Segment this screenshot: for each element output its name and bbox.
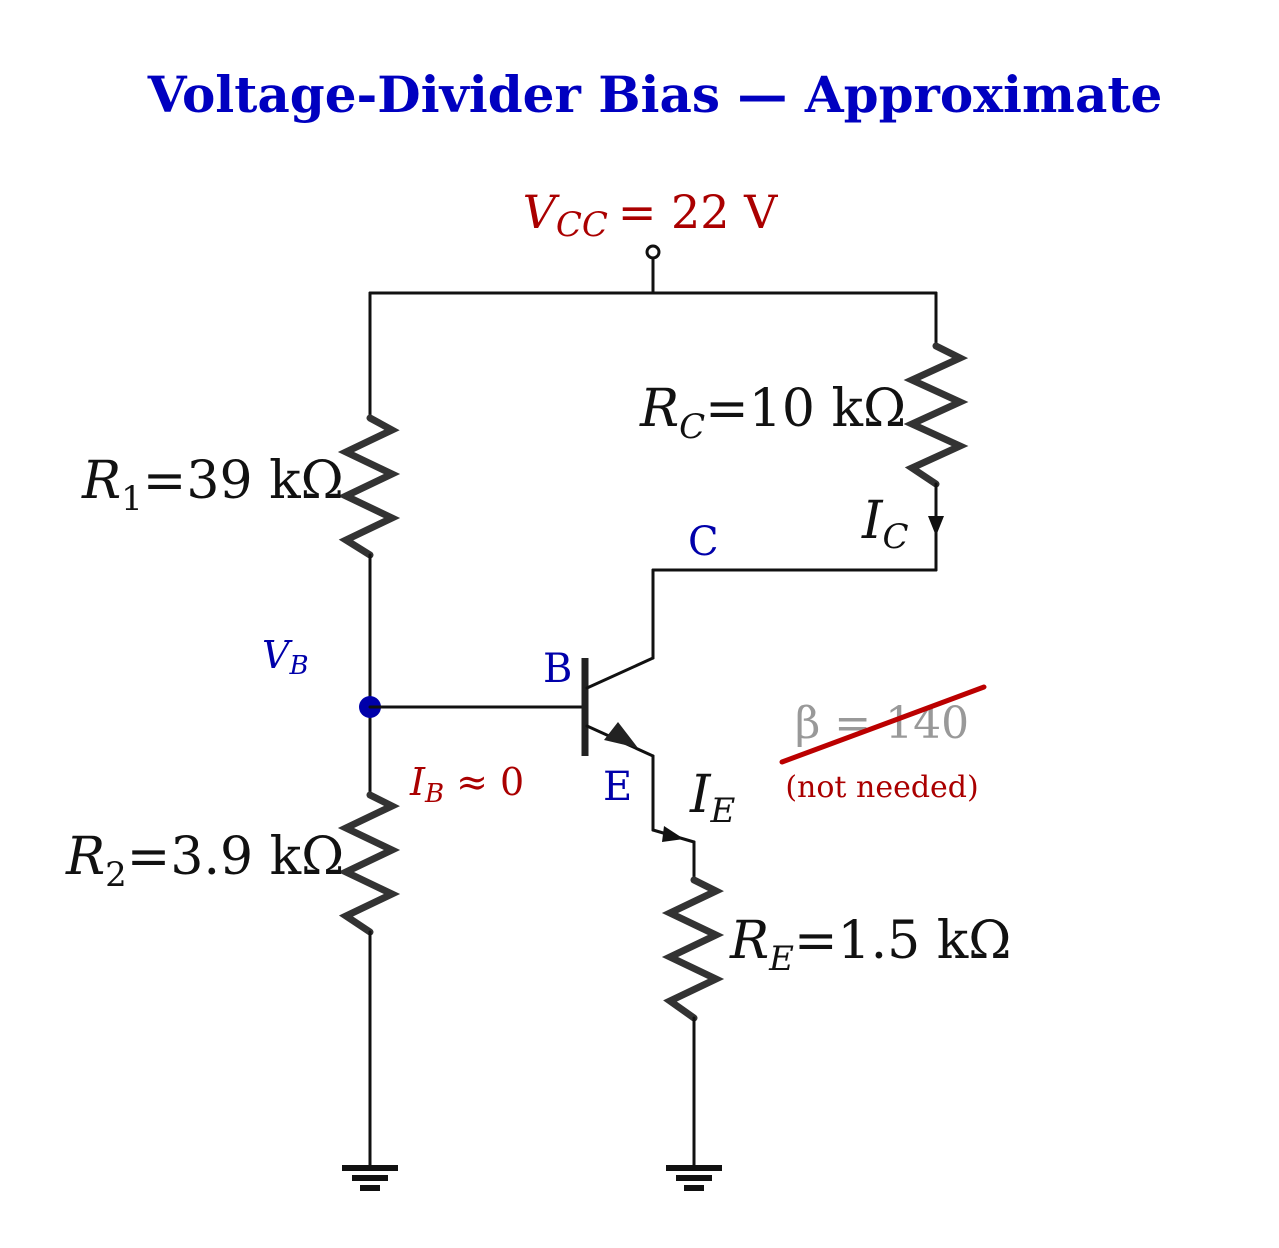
ie-subscript: E	[710, 791, 736, 831]
r1-subscript: 1	[121, 479, 143, 519]
ie-symbol: I	[689, 765, 712, 825]
rc-label: RC=10 kΩ	[639, 379, 906, 447]
re-symbol: R	[729, 911, 769, 971]
npn-transistor	[581, 656, 655, 758]
vb-symbol: V	[262, 633, 293, 677]
r1-label: R1=39 kΩ	[81, 451, 344, 519]
rc-symbol: R	[639, 379, 679, 439]
collector-terminal-label: C	[688, 519, 719, 565]
ic-label: IC	[861, 491, 909, 557]
supply-label: VCC= 22 V	[523, 185, 779, 245]
supply-symbol: V	[523, 185, 561, 239]
r1-resistor	[337, 414, 401, 559]
re-value: =1.5 kΩ	[794, 911, 1011, 971]
rc-subscript: C	[679, 407, 705, 447]
r2-label: R2=3.9 kΩ	[65, 827, 344, 895]
r2-resistor	[337, 791, 401, 936]
ground-symbol-right	[666, 1165, 722, 1191]
base-terminal-label: B	[543, 646, 572, 692]
ground-symbol-left	[342, 1165, 398, 1191]
supply-terminal	[645, 244, 661, 260]
ic-arrow	[928, 516, 944, 536]
vb-label: VB	[262, 633, 309, 681]
emitter-arrow	[604, 722, 638, 748]
supply-value: = 22 V	[618, 185, 778, 239]
emitter-terminal-label: E	[603, 764, 632, 810]
ie-arrow	[662, 826, 684, 842]
r2-subscript: 2	[105, 855, 127, 895]
supply-subscript: CC	[556, 205, 608, 245]
transistor-collector-leg	[585, 656, 655, 690]
re-resistor	[661, 876, 725, 1022]
r2-value: =3.9 kΩ	[127, 827, 344, 887]
re-label: RE=1.5 kΩ	[729, 911, 1011, 979]
r1-value: =39 kΩ	[143, 451, 344, 511]
re-subscript: E	[768, 939, 794, 979]
beta-note: (not needed)	[785, 770, 978, 805]
ic-subscript: C	[883, 517, 909, 557]
rc-value: =10 kΩ	[705, 379, 906, 439]
ie-label: IE	[689, 765, 736, 831]
r1-symbol: R	[81, 451, 121, 511]
rc-resistor	[903, 342, 969, 488]
diagram-title: Voltage-Divider Bias — Approximate	[147, 65, 1163, 124]
ib-symbol: I	[409, 760, 426, 804]
vb-subscript: B	[288, 651, 308, 681]
ib-value: ≈ 0	[456, 760, 524, 804]
beta-strikethrough	[779, 684, 987, 765]
ib-subscript: B	[424, 779, 444, 809]
ic-symbol: I	[861, 491, 884, 551]
ib-label: IB ≈ 0	[409, 760, 524, 809]
r2-symbol: R	[65, 827, 105, 887]
